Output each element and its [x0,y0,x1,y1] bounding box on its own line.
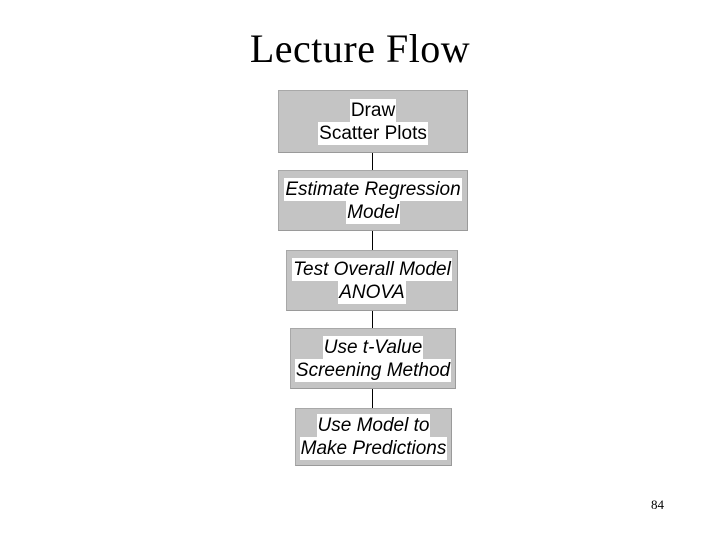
flow-node-line-1: Use t-Value [322,335,424,359]
flow-node-draw-scatter-plots: Draw Scatter Plots [278,90,468,153]
flow-node-line-1: Draw [349,98,397,122]
flow-node-use-model-to-make-predictions: Use Model to Make Predictions [295,408,452,466]
flow-connector-3-4 [372,311,373,328]
flow-node-test-overall-model-anova: Test Overall Model ANOVA [286,250,458,311]
flow-node-line-2: Screening Method [294,358,452,382]
flow-node-line-1: Use Model to [316,414,431,437]
flow-node-line-2: Scatter Plots [318,121,428,145]
flow-node-line-2: ANOVA [338,280,406,304]
flow-node-line-1: Estimate Regression [284,177,462,201]
flow-node-line-2: Model [346,200,400,224]
flow-node-use-t-value-screening-method: Use t-Value Screening Method [290,328,456,389]
page-number: 84 [651,497,664,512]
page-title: Lecture Flow [249,26,471,71]
flow-connector-2-3 [372,231,373,250]
flow-connector-4-5 [372,389,373,408]
flow-node-line-1: Test Overall Model [292,257,452,281]
flow-node-estimate-regression-model: Estimate Regression Model [278,170,468,231]
flow-node-line-2: Make Predictions [299,437,448,460]
flow-connector-1-2 [372,153,373,170]
